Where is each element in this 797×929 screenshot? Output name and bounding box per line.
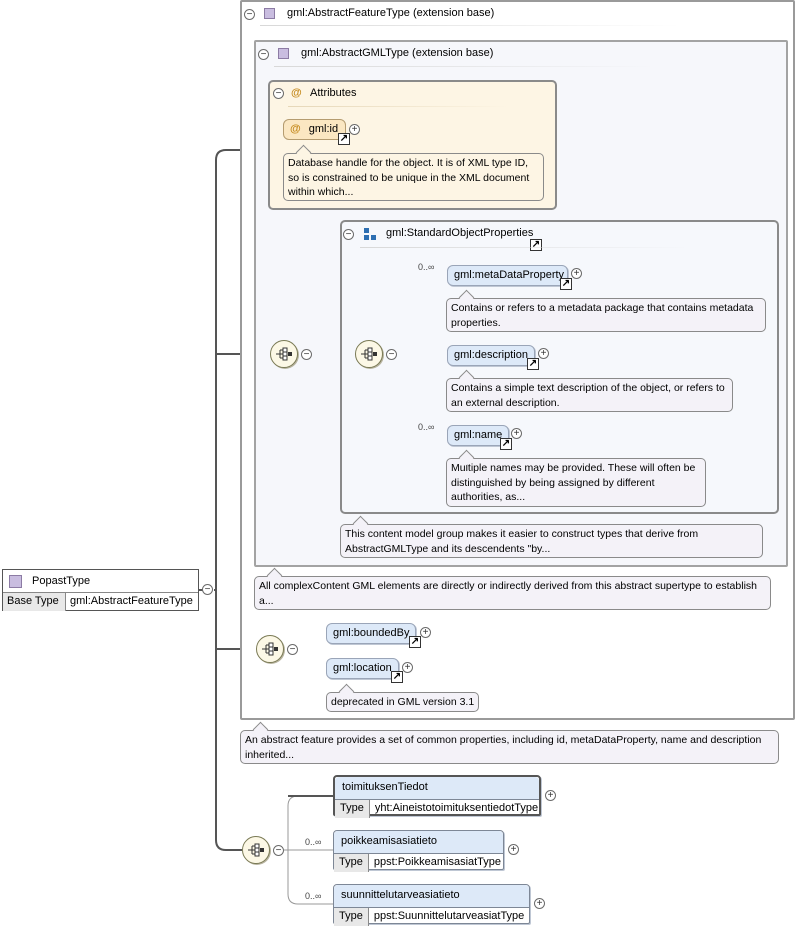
plus-icon[interactable]: + xyxy=(508,844,519,855)
sequence-icon[interactable] xyxy=(256,635,284,663)
plus-icon[interactable]: + xyxy=(420,627,431,638)
gml-extension-title: gml:AbstractGMLType (extension base) xyxy=(301,47,494,59)
bounded-by-element[interactable]: gml:boundedBy xyxy=(326,623,416,644)
root-type-name: PopastType xyxy=(32,574,91,587)
metadata-property-element[interactable]: gml:metaDataProperty xyxy=(447,265,568,286)
type-label: Type xyxy=(334,854,369,872)
feature-extension-title: gml:AbstractFeatureType (extension base) xyxy=(287,7,495,19)
type-value: yht:AineistotoimituksentiedotType xyxy=(374,802,539,814)
type-value: ppst:SuunnittelutarveasiatType xyxy=(373,910,525,922)
complex-type-icon xyxy=(264,8,275,19)
minus-icon[interactable]: − xyxy=(244,9,255,20)
link-arrow-icon[interactable]: ↗ xyxy=(409,636,421,648)
sequence-icon[interactable] xyxy=(270,340,298,368)
location-note: deprecated in GML version 3.1 xyxy=(326,692,479,712)
plus-icon[interactable]: + xyxy=(511,428,522,439)
attribute-icon: @ xyxy=(291,87,302,99)
standard-object-properties-title: gml:StandardObjectProperties xyxy=(386,227,534,239)
group-icon xyxy=(364,228,376,240)
metadata-property-note: Contains or refers to a metadata package… xyxy=(446,298,766,332)
link-arrow-icon[interactable]: ↗ xyxy=(560,278,572,290)
name-element[interactable]: gml:name xyxy=(447,425,509,446)
complex-type-icon xyxy=(9,574,22,588)
header-divider xyxy=(260,25,680,26)
cardinality-label: 0..∞ xyxy=(418,262,435,272)
element-name: poikkeamisasiatieto xyxy=(334,831,503,854)
plus-icon[interactable]: + xyxy=(402,662,413,673)
minus-icon[interactable]: − xyxy=(343,229,354,240)
minus-icon[interactable]: − xyxy=(258,49,269,60)
link-arrow-icon[interactable]: ↗ xyxy=(391,671,403,683)
link-arrow-icon[interactable]: ↗ xyxy=(500,438,512,450)
feature-extension-note: An abstract feature provides a set of co… xyxy=(240,730,779,764)
base-type-label: Base Type xyxy=(3,593,66,611)
location-element[interactable]: gml:location xyxy=(326,658,399,679)
gml-id-label: gml:id xyxy=(308,123,339,135)
minus-icon[interactable]: − xyxy=(386,349,397,360)
link-arrow-icon[interactable]: ↗ xyxy=(530,239,542,251)
attributes-title: Attributes xyxy=(310,87,357,99)
complex-type-icon xyxy=(278,48,289,59)
cardinality-label: 0..∞ xyxy=(305,891,322,901)
element-name: suunnittelutarveasiatieto xyxy=(334,885,529,908)
plus-icon[interactable]: + xyxy=(349,124,360,135)
link-arrow-icon[interactable]: ↗ xyxy=(338,133,350,145)
header-divider xyxy=(274,66,654,67)
gml-id-note: Database handle for the object. It is of… xyxy=(283,153,544,201)
description-element[interactable]: gml:description xyxy=(447,345,535,366)
root-type-table[interactable]: PopastType Base Type gml:AbstractFeature… xyxy=(2,569,199,611)
type-label: Type xyxy=(334,908,369,926)
cardinality-label: 0..∞ xyxy=(305,837,322,847)
toimituksen-tiedot-element[interactable]: toimituksenTiedot Type yht:Aineistotoimit… xyxy=(333,775,541,818)
type-value: ppst:PoikkeamisasiatType xyxy=(373,856,502,868)
element-name: toimituksenTiedot xyxy=(335,777,539,800)
minus-icon[interactable]: − xyxy=(301,349,312,360)
minus-icon[interactable]: − xyxy=(273,88,284,99)
link-arrow-icon[interactable]: ↗ xyxy=(527,358,539,370)
type-label: Type xyxy=(335,800,370,818)
gml-extension-note: All complexContent GML elements are dire… xyxy=(254,576,771,610)
plus-icon[interactable]: + xyxy=(534,898,545,909)
plus-icon[interactable]: + xyxy=(545,790,556,801)
name-note: Multiple names may be provided. These wi… xyxy=(446,458,706,507)
sequence-icon[interactable] xyxy=(242,836,270,864)
standard-object-properties-note: This content model group makes it easier… xyxy=(340,524,763,558)
attribute-icon: @ xyxy=(290,123,301,135)
plus-icon[interactable]: + xyxy=(571,268,582,279)
cardinality-label: 0..∞ xyxy=(418,422,435,432)
plus-icon[interactable]: + xyxy=(538,348,549,359)
minus-icon[interactable]: − xyxy=(273,845,284,856)
sequence-icon[interactable] xyxy=(355,340,383,368)
header-divider xyxy=(360,247,690,248)
base-type-value: gml:AbstractFeatureType xyxy=(70,595,193,607)
minus-icon[interactable]: − xyxy=(202,584,213,595)
header-divider xyxy=(288,106,508,107)
minus-icon[interactable]: − xyxy=(287,644,298,655)
suunnittelutarveasiatieto-element[interactable]: suunnittelutarveasiatieto Type ppst:Suunn… xyxy=(333,884,530,926)
poikkeamisasiatieto-element[interactable]: poikkeamisasiatieto Type ppst:Poikkeamisa… xyxy=(333,830,504,872)
gml-id-attribute[interactable]: @ gml:id xyxy=(283,119,346,140)
description-note: Contains a simple text description of th… xyxy=(446,378,733,412)
